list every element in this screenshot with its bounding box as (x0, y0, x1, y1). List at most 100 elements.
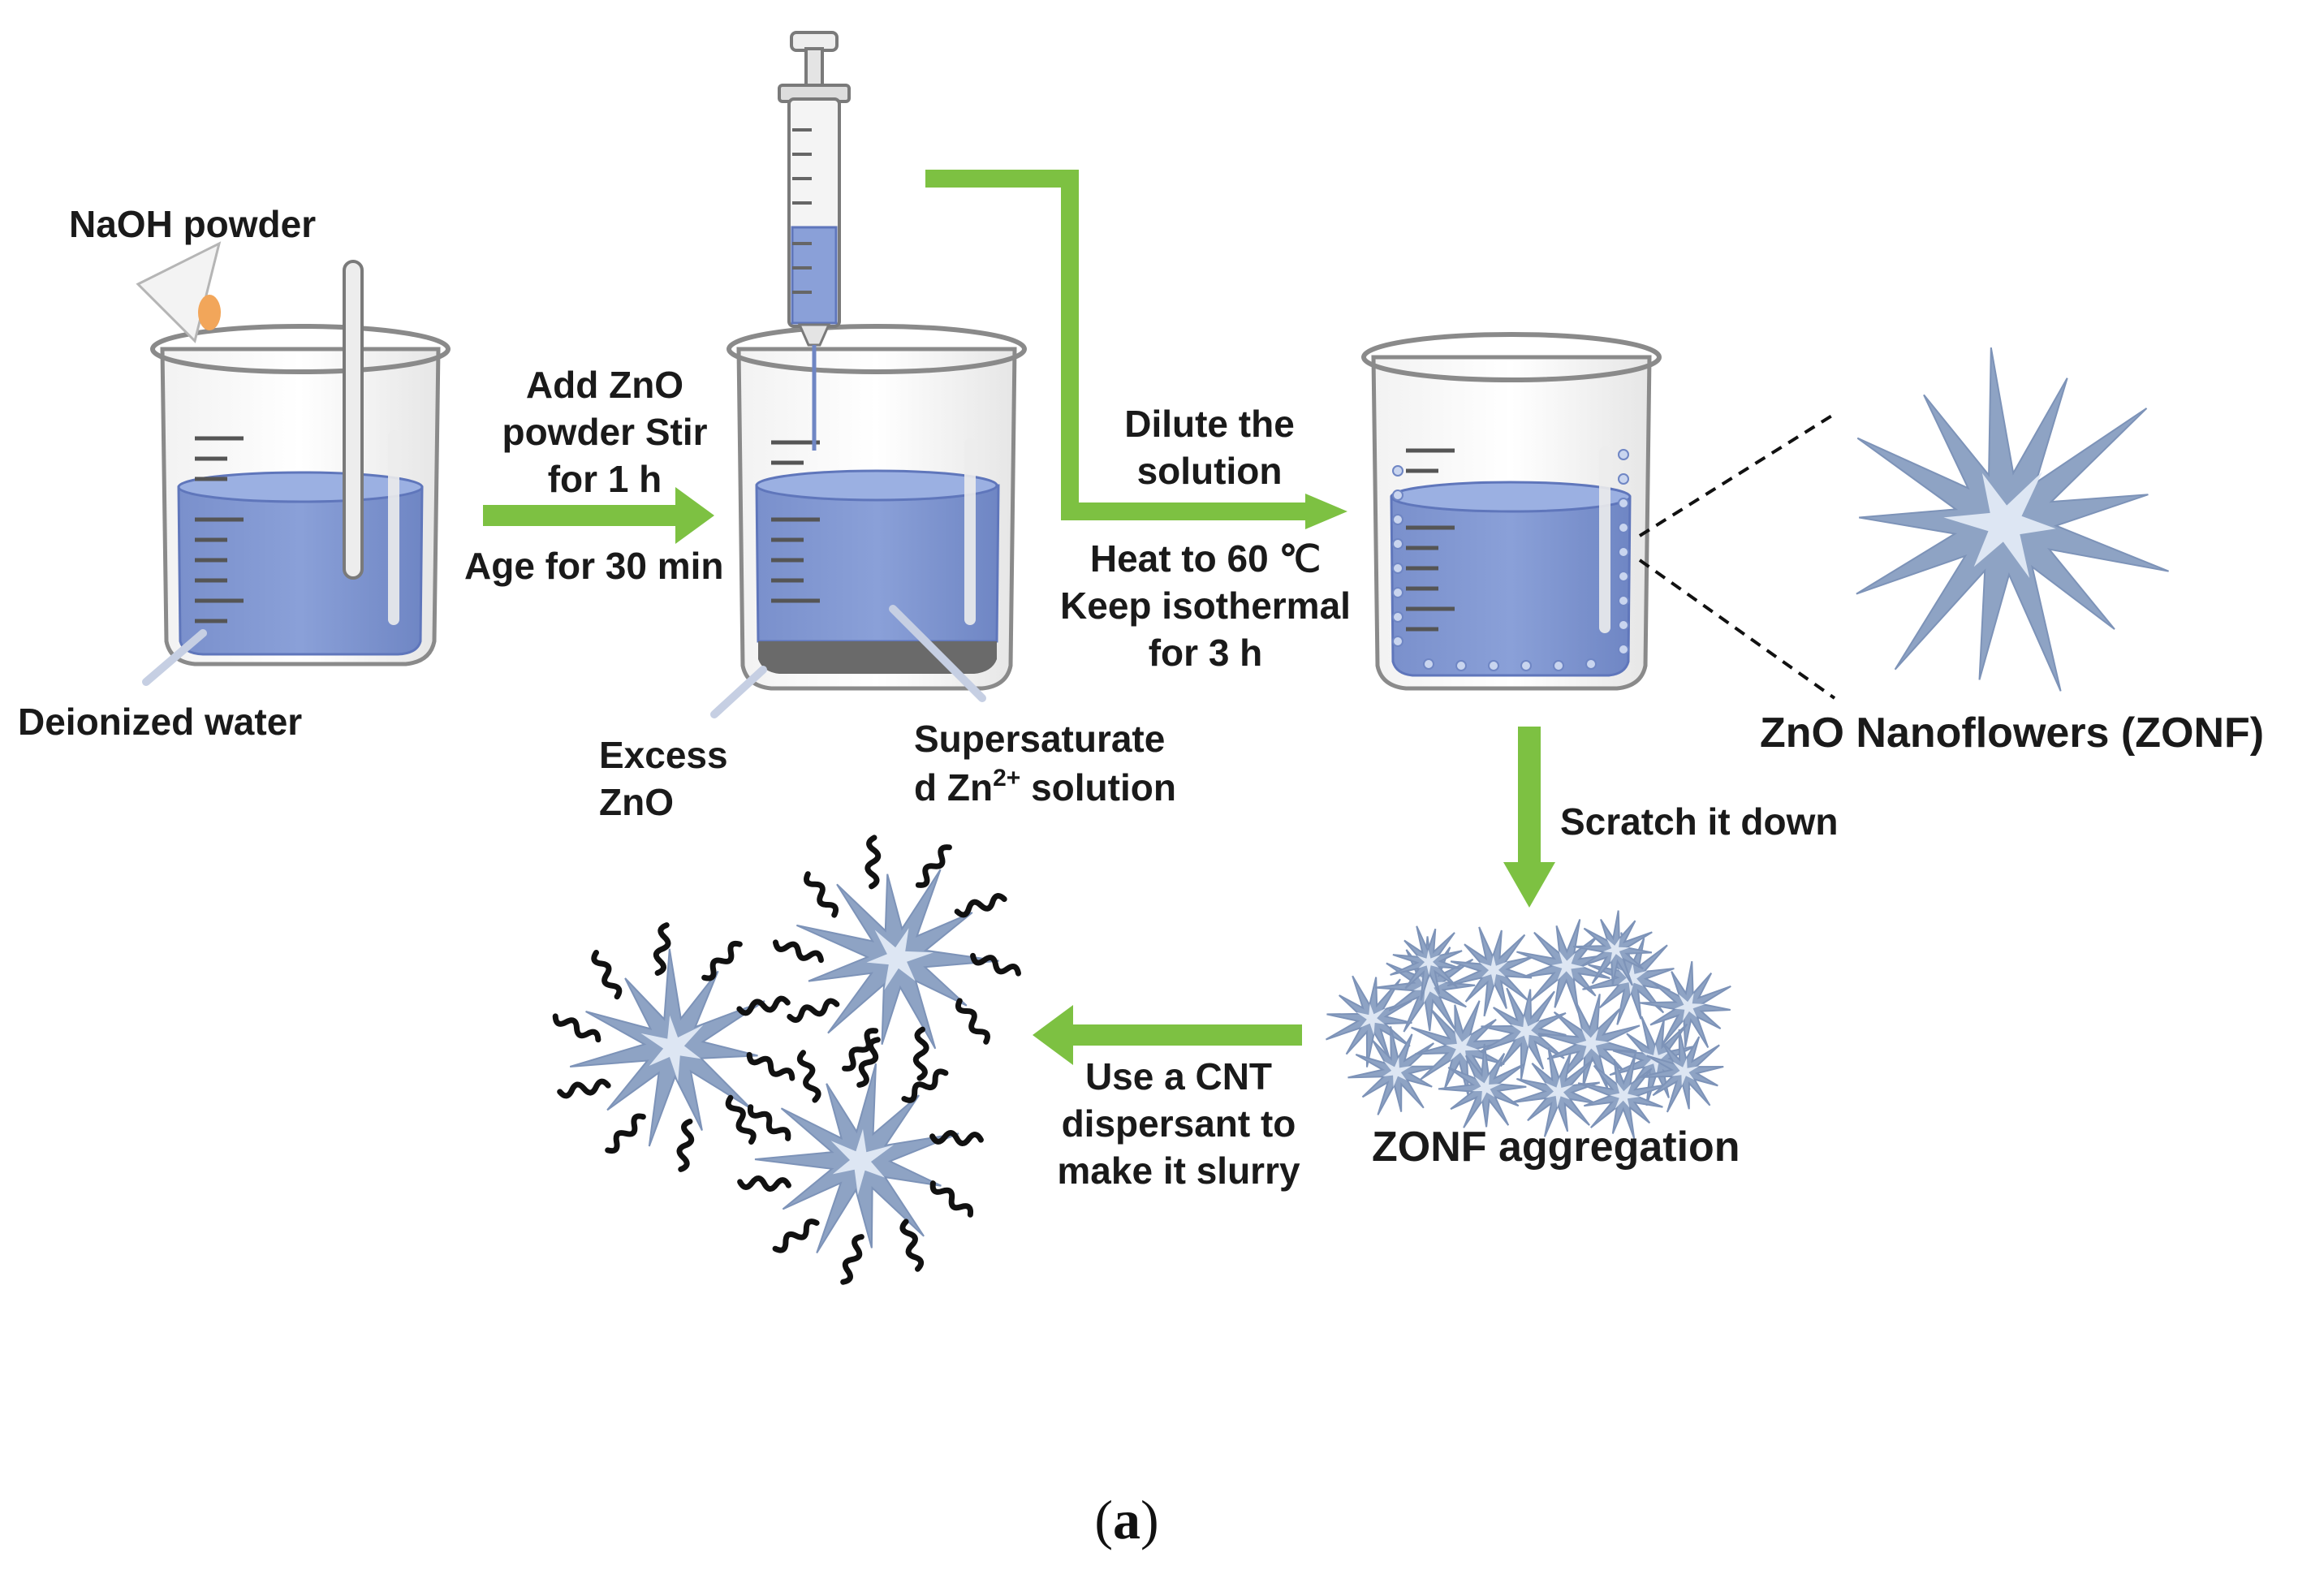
glass-highlight (964, 438, 976, 625)
heat-label-line2: Keep isothermal (1060, 584, 1351, 627)
cnt-strand (796, 1050, 821, 1103)
slurry-nanoflower (796, 869, 999, 1050)
age-label: Age for 30 min (464, 545, 724, 587)
graduation-marks (771, 440, 820, 603)
deionized-pointer (142, 629, 207, 686)
beaker-rim (727, 324, 1027, 374)
cnt-strand (747, 1104, 791, 1141)
cnt-strand (954, 893, 1007, 918)
supersaturated-label-line2: d Zn2+ solution (914, 765, 1176, 809)
arrow-scratch (1503, 727, 1555, 908)
zonf-label: ZnO Nanoflowers (ZONF) (1760, 710, 2264, 757)
liquid-surface (755, 469, 998, 502)
supersaturated-liquid (755, 484, 1000, 643)
excess-zno-label-line1: Excess (599, 734, 728, 776)
aggregated-nanoflower (1640, 961, 1731, 1049)
heat-label-line3: for 3 h (1149, 632, 1263, 674)
cnt-strand (970, 952, 1021, 977)
aggregated-nanoflower (1438, 1043, 1527, 1128)
arrow-step-1 (483, 487, 714, 544)
cnt-strand (725, 1094, 757, 1145)
liquid-surface (177, 471, 424, 503)
liquid-surface (1390, 481, 1632, 513)
cnt-label-line3: make it slurry (1057, 1149, 1300, 1192)
cnt-strand (840, 1234, 864, 1285)
aggregated-nanoflower (1480, 987, 1567, 1080)
naoh-powder-icon (198, 295, 221, 330)
graduation-marks (195, 436, 244, 623)
aggregated-nanoflower (1639, 1029, 1724, 1113)
supersaturated-label-line1: Supersaturate (914, 718, 1165, 760)
zoom-lines (1638, 412, 1836, 700)
stirring-rod (343, 260, 364, 580)
beaker-rim (150, 324, 451, 374)
step1-label-line1: Add ZnO (526, 364, 683, 406)
aggregated-nanoflower (1447, 926, 1534, 1017)
step1-label-line3: for 1 h (548, 458, 662, 500)
zonf-aggregation-icon (1326, 910, 1731, 1139)
glass-highlight (1599, 446, 1610, 633)
cnt-label-line2: dispersant to (1062, 1102, 1296, 1145)
slurry-nanoflower (754, 1063, 959, 1254)
excess-zno-label-line2: ZnO (599, 781, 674, 823)
cnt-strand (929, 1180, 974, 1218)
cnt-strand (955, 998, 990, 1045)
beaker-3 (1361, 332, 1662, 691)
beaker-2 (710, 324, 1027, 718)
cnt-strand (737, 1175, 791, 1192)
diluted-liquid (1390, 495, 1632, 677)
aggregated-nanoflower (1516, 919, 1616, 1014)
dilute-label-line2: solution (1137, 450, 1283, 492)
cnt-strand (929, 1130, 984, 1146)
supersaturated-pointer (889, 605, 986, 702)
cnt-strand (552, 1013, 601, 1043)
aggregated-nanoflower (1347, 1026, 1438, 1115)
process-arrows (483, 170, 1555, 1065)
cnt-strand (864, 835, 882, 890)
aggregation-label: ZONF aggregation (1372, 1124, 1740, 1171)
cnt-strand (856, 1037, 881, 1088)
naoh-label: NaOH powder (69, 203, 316, 245)
beaker-1 (136, 241, 451, 686)
heat-label-line1: Heat to 60 ℃ (1090, 537, 1321, 580)
arrow-step-2 (925, 170, 1347, 529)
nanoflower-deposits (1392, 449, 1629, 671)
cnt-strand (605, 1113, 646, 1154)
scratch-label: Scratch it down (1560, 800, 1838, 843)
aggregated-nanoflower (1511, 1047, 1601, 1137)
zno-nanoflower-icon (1856, 347, 2169, 692)
graduation-marks (1406, 448, 1455, 632)
cnt-strand (787, 998, 840, 1023)
aggregated-nanoflower (1390, 925, 1463, 1001)
cnt-strand (773, 939, 824, 964)
cnt-strand (746, 1051, 796, 1081)
glass-highlight (388, 430, 399, 625)
cnt-strand (899, 1218, 925, 1272)
beaker-rim (1361, 332, 1662, 382)
deionized-water-label: Deionized water (18, 701, 302, 743)
slurry-nanoflower (569, 948, 765, 1147)
cnt-strand (736, 995, 791, 1016)
cnt-strand (591, 950, 623, 1000)
cnt-slurry-icon (552, 835, 1021, 1285)
cnt-strand (901, 1068, 949, 1103)
cnt-strand (557, 1078, 611, 1099)
excess-pointer (710, 666, 767, 718)
cnt-strand (653, 922, 671, 977)
figure-caption: (a) (1094, 1489, 1158, 1551)
cnt-strand (912, 1026, 929, 1081)
cnt-strand (915, 844, 952, 888)
arrow-slurry (1033, 1005, 1302, 1065)
cnt-strand (772, 1218, 820, 1253)
deionized-water-liquid (177, 485, 424, 656)
cnt-label-line1: Use a CNT (1085, 1055, 1272, 1098)
cnt-strand (842, 1028, 879, 1072)
cnt-strand (676, 1118, 695, 1172)
aggregated-nanoflower (1573, 910, 1653, 986)
cnt-strand (701, 940, 743, 981)
excess-zno-sediment (758, 641, 997, 674)
step1-label-line2: powder Stir (502, 411, 707, 453)
syringe-icon (778, 31, 851, 451)
cnt-strand (804, 871, 839, 918)
